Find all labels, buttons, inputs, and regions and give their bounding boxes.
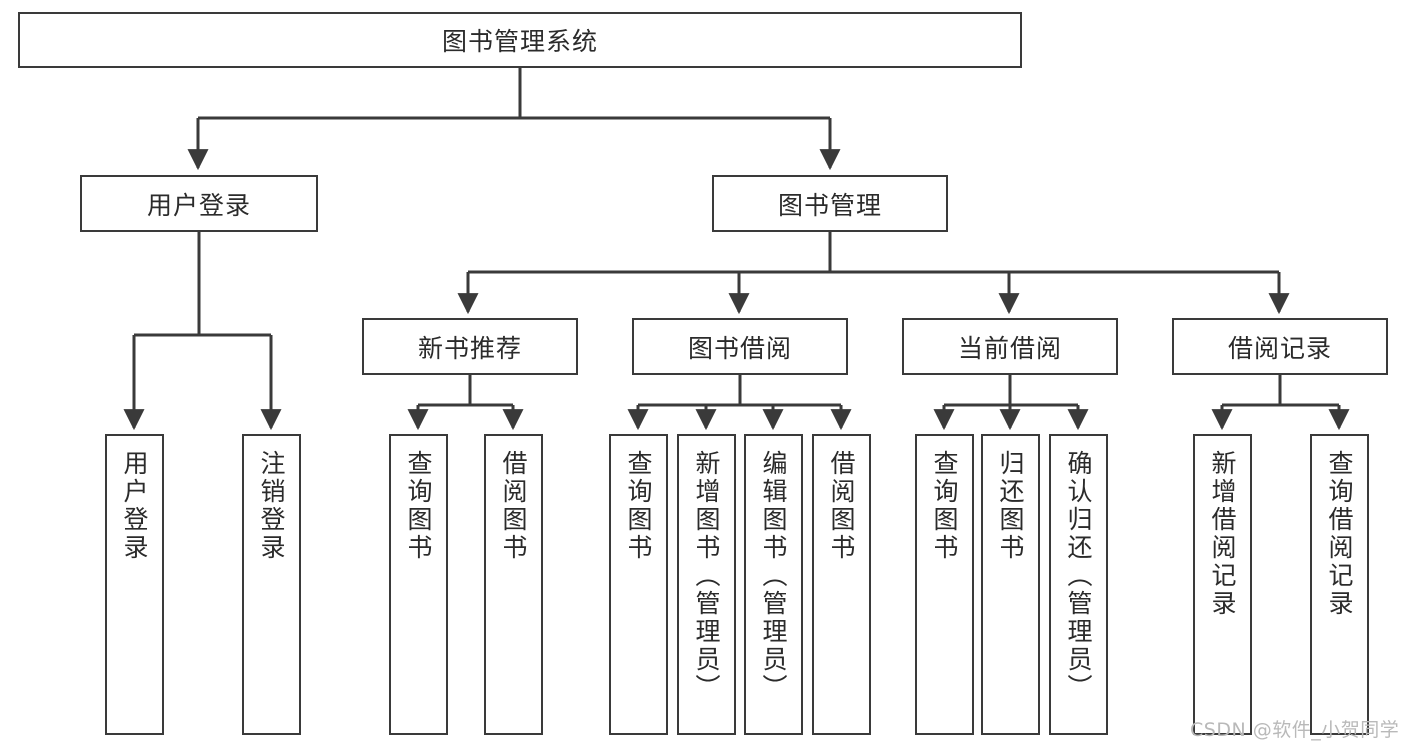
node-borrow-records[interactable]: 借阅记录 bbox=[1172, 318, 1388, 375]
leaf-confirm-return-admin[interactable]: 确认归还（管理员） bbox=[1049, 434, 1108, 735]
node-root-label: 图书管理系统 bbox=[441, 27, 598, 56]
node-root[interactable]: 图书管理系统 bbox=[18, 12, 1022, 68]
leaf-query-borrow-record[interactable]: 查询借阅记录 bbox=[1310, 434, 1369, 735]
leaf-query-books-current-label: 查询图书 bbox=[930, 450, 959, 562]
leaf-add-borrow-record[interactable]: 新增借阅记录 bbox=[1193, 434, 1252, 735]
leaf-edit-book-admin[interactable]: 编辑图书（管理员） bbox=[744, 434, 803, 735]
leaf-edit-book-admin-label: 编辑图书（管理员） bbox=[759, 450, 788, 702]
leaf-logout[interactable]: 注销登录 bbox=[242, 434, 301, 735]
leaf-borrow-books-label: 借阅图书 bbox=[827, 450, 856, 562]
leaf-logout-label: 注销登录 bbox=[257, 450, 286, 562]
node-book-borrow-label: 图书借阅 bbox=[687, 333, 792, 363]
leaf-user-login-label: 用户登录 bbox=[120, 450, 149, 562]
node-current-borrow-label: 当前借阅 bbox=[957, 333, 1062, 363]
leaf-user-login[interactable]: 用户登录 bbox=[105, 434, 164, 735]
node-book-management[interactable]: 图书管理 bbox=[712, 175, 948, 232]
leaf-query-borrow-record-label: 查询借阅记录 bbox=[1325, 450, 1354, 618]
leaf-add-book-admin[interactable]: 新增图书（管理员） bbox=[677, 434, 736, 735]
leaf-query-books-borrow-label: 查询图书 bbox=[624, 450, 653, 562]
leaf-query-books-borrow[interactable]: 查询图书 bbox=[609, 434, 668, 735]
node-book-management-label: 图书管理 bbox=[777, 190, 882, 220]
leaf-return-books[interactable]: 归还图书 bbox=[981, 434, 1040, 735]
leaf-borrow-books[interactable]: 借阅图书 bbox=[812, 434, 871, 735]
node-new-book-recommend[interactable]: 新书推荐 bbox=[362, 318, 578, 375]
node-borrow-records-label: 借阅记录 bbox=[1227, 333, 1332, 363]
csdn-watermark: CSDN @软件_小贺同学 bbox=[1190, 719, 1400, 741]
leaf-add-borrow-record-label: 新增借阅记录 bbox=[1208, 450, 1237, 618]
leaf-borrow-books-recommend-label: 借阅图书 bbox=[499, 450, 528, 562]
leaf-query-books-recommend[interactable]: 查询图书 bbox=[389, 434, 448, 735]
node-book-borrow[interactable]: 图书借阅 bbox=[632, 318, 848, 375]
leaf-confirm-return-admin-label: 确认归还（管理员） bbox=[1064, 450, 1093, 702]
leaf-return-books-label: 归还图书 bbox=[996, 450, 1025, 562]
node-user-login[interactable]: 用户登录 bbox=[80, 175, 318, 232]
node-user-login-label: 用户登录 bbox=[146, 190, 251, 220]
node-new-book-recommend-label: 新书推荐 bbox=[417, 333, 522, 363]
leaf-query-books-recommend-label: 查询图书 bbox=[404, 450, 433, 562]
node-current-borrow[interactable]: 当前借阅 bbox=[902, 318, 1118, 375]
leaf-query-books-current[interactable]: 查询图书 bbox=[915, 434, 974, 735]
leaf-add-book-admin-label: 新增图书（管理员） bbox=[692, 450, 721, 702]
leaf-borrow-books-recommend[interactable]: 借阅图书 bbox=[484, 434, 543, 735]
